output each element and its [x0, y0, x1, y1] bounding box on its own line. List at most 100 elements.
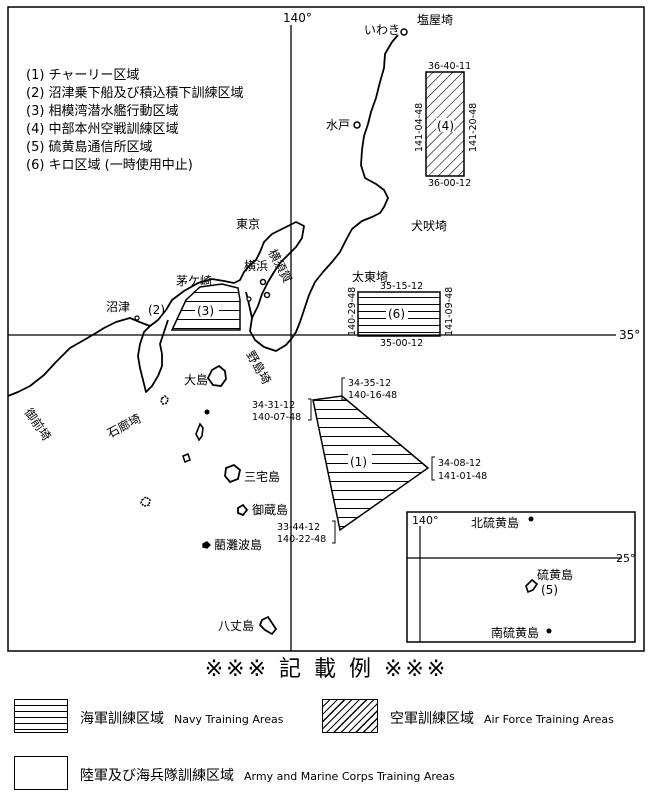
city-dot-numazu	[134, 315, 140, 321]
area-6	[357, 291, 441, 337]
inset-lat-label: 25°	[616, 552, 636, 565]
island-shikinejima	[182, 453, 191, 463]
area1-ne-lat: 34-35-12	[348, 378, 391, 389]
area1-s-lat: 33-44-12	[277, 522, 320, 533]
city-dot-yokohama	[259, 278, 267, 286]
area-list: (1) チャーリー区域 (2) 沼津乗下船及び積込積下訓練区域 (3) 相模湾潜…	[26, 67, 244, 175]
city-dot-iwaki	[400, 28, 408, 36]
lat-label: 35°	[619, 328, 640, 342]
area1-e-lat: 34-08-12	[438, 458, 481, 469]
label-oshima: 大島	[184, 372, 208, 387]
island-toshima	[204, 409, 210, 415]
area4-label-bg	[436, 118, 454, 132]
area1-s-bracket	[332, 520, 336, 544]
area-list-item: (4) 中部本州空戦訓練区域	[26, 122, 179, 137]
label-numazu: 沼津	[106, 300, 130, 314]
label-omaezaki: 御前埼	[22, 405, 55, 443]
area1-label: (1)	[350, 455, 367, 469]
label-aogashima: 藺灘波島	[214, 537, 262, 552]
area1-s-lon: 140-22-48	[277, 534, 326, 545]
area1-ne-lon: 140-16-48	[348, 390, 397, 401]
legend-title: ※※※ 記 載 例 ※※※	[204, 657, 449, 682]
area-list-item: (1) チャーリー区域	[26, 68, 140, 83]
label-irozaki: 石廊埼	[104, 410, 143, 440]
label-shioyazaki: 塩屋埼	[417, 12, 453, 27]
legend-army: 陸軍及び海兵隊訓練区域 Army and Marine Corps Trainin…	[80, 765, 455, 785]
legend-navy-jp: 海軍訓練区域	[80, 711, 164, 727]
area6-left-coord: 140-29-48	[347, 287, 358, 336]
island-mikurajima	[237, 503, 249, 517]
area1-nw-lon: 140-07-48	[252, 412, 301, 423]
area4-right-coord: 141-20-48	[468, 103, 479, 152]
area-list-item: (3) 相模湾潜水艦行動区域	[26, 104, 179, 119]
area4-left-coord: 141-04-48	[414, 103, 425, 152]
area1-nw-bracket	[308, 398, 312, 421]
label-minami-iwoto: 南硫黄島	[491, 625, 539, 640]
island-zenisu	[140, 496, 151, 507]
inset-lon-label: 140°	[412, 514, 439, 527]
island-oshima	[206, 364, 227, 387]
label-nojimazaki: 野島埼	[243, 348, 274, 387]
label-inubozaki: 犬吠埼	[411, 219, 447, 233]
legend-air-jp: 空軍訓練区域	[390, 711, 474, 727]
legend-navy-en: Navy Training Areas	[174, 713, 284, 726]
label-chigasaki: 茅ケ崎	[176, 274, 212, 288]
legend-navy: 海軍訓練区域 Navy Training Areas	[80, 708, 283, 728]
coastline-izu	[137, 319, 169, 393]
area6-label-bg	[386, 306, 408, 320]
inset-map-frame	[406, 511, 636, 643]
area1-ne-bracket	[341, 377, 345, 401]
label-miyakejima: 三宅島	[244, 469, 280, 484]
island-miyakejima	[224, 463, 241, 484]
legend-air: 空軍訓練区域 Air Force Training Areas	[390, 708, 614, 728]
area2-label: (2)	[148, 303, 165, 317]
city-dot-yokosuka	[263, 291, 271, 299]
legend-army-jp: 陸軍及び海兵隊訓練区域	[80, 768, 234, 784]
area-list-item: (2) 沼津乗下船及び積込積下訓練区域	[26, 86, 244, 101]
island-iwoto	[525, 578, 539, 594]
area4-label: (4)	[437, 119, 454, 133]
legend-air-swatch	[322, 699, 378, 733]
island-aogashima-area	[202, 541, 211, 549]
area6-right-coord: 141-09-48	[444, 287, 455, 336]
island-hachijojima	[258, 615, 278, 636]
island-minami-iwoto	[546, 628, 552, 634]
area1-e-bracket	[431, 456, 435, 481]
legend-air-en: Air Force Training Areas	[484, 713, 614, 726]
label-iwoto: 硫黄島	[537, 567, 573, 582]
legend-army-en: Army and Marine Corps Training Areas	[244, 770, 455, 783]
label-hachijojima: 八丈島	[218, 618, 254, 633]
area4-bottom-coord: 36-00-12	[428, 178, 471, 189]
label-mikurajima: 御蔵島	[252, 502, 288, 517]
island-niijima	[195, 422, 204, 442]
map-frame	[7, 6, 645, 652]
area6-top-coord: 35-15-12	[380, 281, 423, 292]
lon-label: 140°	[283, 11, 312, 25]
area1-label-bg	[348, 453, 372, 468]
area5-label: (5)	[541, 583, 558, 597]
label-tokyo: 東京	[236, 217, 260, 231]
area1-nw-lat: 34-31-12	[252, 400, 295, 411]
area6-label: (6)	[388, 307, 405, 321]
coastline-boso	[245, 291, 253, 319]
area1-e-lon: 141-01-48	[438, 471, 487, 482]
area-list-item: (5) 硫黄島通信所区域	[26, 140, 153, 155]
area6-bottom-coord: 35-00-12	[380, 338, 423, 349]
label-iwaki: いわき	[364, 23, 400, 37]
label-yokohama: 横浜	[244, 259, 268, 273]
area3-label: (3)	[197, 304, 214, 318]
island-kita-iwoto	[528, 516, 534, 522]
legend-army-swatch	[14, 756, 68, 790]
label-taitozaki: 太東埼	[352, 269, 388, 284]
city-dot-mito	[353, 121, 361, 129]
label-kita-iwoto: 北硫黄島	[471, 515, 519, 530]
area-list-item: (6) キロ区域 (一時使用中止)	[26, 158, 193, 173]
area3-label-bg	[195, 302, 219, 317]
coastline-honshu	[7, 34, 399, 397]
island-kozushima	[160, 395, 169, 405]
area4-top-coord: 36-40-11	[428, 61, 471, 72]
city-dot-chigasaki	[246, 296, 252, 302]
label-mito: 水戸	[326, 118, 350, 132]
legend-navy-swatch	[14, 699, 68, 733]
